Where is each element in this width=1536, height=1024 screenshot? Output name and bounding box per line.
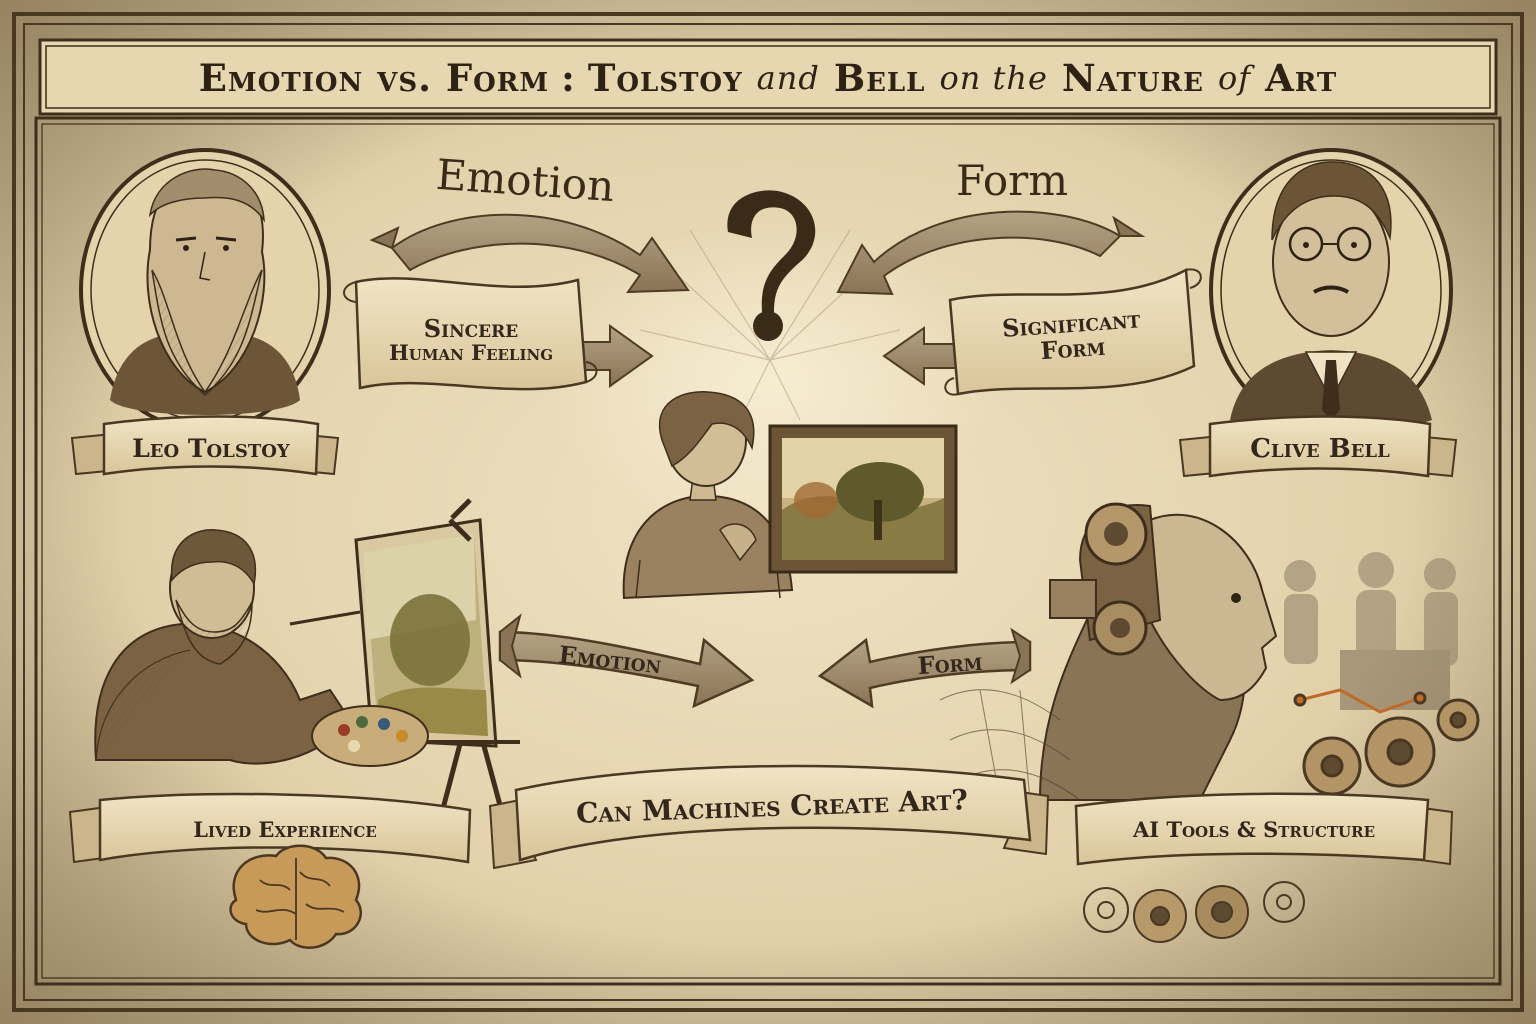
- title-and: and: [756, 59, 820, 97]
- form-top-caption: Form: [956, 156, 1069, 205]
- sincere-line: Sincere: [423, 314, 519, 344]
- form-line: Form: [1039, 331, 1107, 366]
- title-on-the: on the: [939, 59, 1048, 97]
- bell-name-ribbon: [1178, 415, 1458, 478]
- human-feeling-line: Human Feeling: [388, 339, 554, 365]
- title-bell: Bell: [833, 56, 926, 100]
- tolstoy-name-label: Leo Tolstoy: [132, 433, 290, 463]
- outer-frame: [12, 12, 1524, 1012]
- lived-experience-label: Lived Experience: [193, 816, 377, 842]
- question-mark-icon: [727, 190, 816, 341]
- ai-tools-ribbon: [1074, 792, 1454, 866]
- significant-form-scroll: [944, 268, 1202, 396]
- tolstoy-portrait: [79, 148, 331, 432]
- emotion-middle-arrow-icon: [498, 613, 755, 709]
- viewer-with-painting: [622, 391, 958, 600]
- title-box-inner: [45, 45, 1491, 109]
- content-frame: [34, 116, 1502, 986]
- form-middle-arrow-icon: [817, 627, 1032, 709]
- page-title: Emotion vs. Form : Tolstoy and Bell on t…: [60, 52, 1476, 104]
- painter-at-easel: [94, 498, 520, 821]
- gears-bottom-icon: [1083, 881, 1305, 943]
- bell-name-label: Clive Bell: [1250, 434, 1390, 465]
- sincere-feeling-label: Sincere Human Feeling: [364, 304, 578, 376]
- title-colon: :: [561, 56, 576, 100]
- form-top-arrow-icon: [836, 210, 1146, 296]
- brain-icon: [229, 844, 362, 949]
- machine-head: [939, 502, 1278, 801]
- title-nature: Nature: [1061, 56, 1204, 100]
- crowd-silhouettes: [1284, 552, 1458, 710]
- sincere-feeling-scroll: [343, 277, 598, 391]
- tolstoy-name-ribbon: [70, 415, 340, 476]
- emotion-top-arrow-icon: [369, 213, 690, 294]
- bell-portrait: [1209, 148, 1453, 432]
- title-emotion-form: Emotion vs. Form: [198, 56, 550, 100]
- machines-question-ribbon: [488, 764, 1050, 870]
- significant-form-label: Significant Form: [961, 289, 1182, 384]
- content-frame-inner: [41, 123, 1495, 979]
- title-tolstoy: Tolstoy: [587, 56, 743, 100]
- title-art: Art: [1265, 56, 1338, 100]
- title-box: [38, 38, 1498, 116]
- title-of: of: [1217, 59, 1252, 97]
- inner-frame: [23, 23, 1513, 1001]
- lived-experience-ribbon: [68, 792, 472, 864]
- ai-tools-label: AI Tools & Structure: [1132, 816, 1376, 842]
